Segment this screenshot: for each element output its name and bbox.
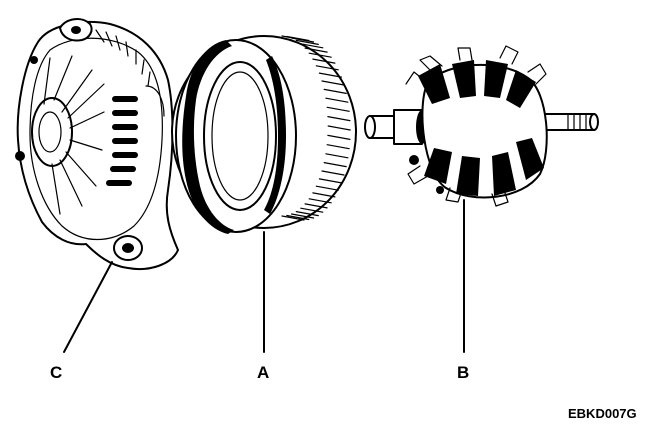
stator-lamination-line [323,162,347,168]
stator-lamination-line [326,144,350,150]
leader-lines [63,199,465,353]
stator-lamination-line [327,125,351,131]
stator-lamination-line [304,47,328,53]
stator-lamination-line [291,37,315,43]
rear-housing-illustration [15,18,179,270]
stator-lamination-line [323,88,347,94]
stator-lamination-line [291,213,315,219]
stator-lamination-line [308,52,332,58]
stator-lamination-line [321,80,345,86]
stator-lamination-line [286,214,310,221]
stator-lamination-line [315,185,339,191]
stator-lamination-line [318,178,342,184]
callout-label-rotor: B [457,363,469,382]
stator-lamination-line [318,72,342,78]
stator-lamination-line [321,170,345,176]
stator-lamination-line [304,203,328,209]
callout-label-stator: A [257,363,269,382]
stator-lamination-line [295,39,319,45]
stator-lamination-line [295,211,319,217]
stator-lamination-line [300,43,324,49]
stator-illustration [171,35,357,234]
leader-line-housing [63,261,113,353]
figure-code: EBKD007G [568,406,637,421]
stator-laminations [281,35,351,221]
stator-lamination-line [325,97,349,103]
stator-lamination-line [315,65,339,71]
stator-lamination-line [312,192,336,198]
stator-lamination-line [281,215,305,221]
stator-lamination-line [312,58,336,64]
stator-lamination-line [325,153,349,159]
stator-lamination-line [308,198,332,204]
stator-lamination-line [300,207,324,213]
stator-lamination-line [327,116,351,122]
stator-lamination-line [326,106,350,112]
stator-lamination-line [327,134,351,140]
callout-label-housing: C [50,363,62,382]
stator-lamination-line [286,35,310,42]
rotor-illustration [364,45,599,207]
